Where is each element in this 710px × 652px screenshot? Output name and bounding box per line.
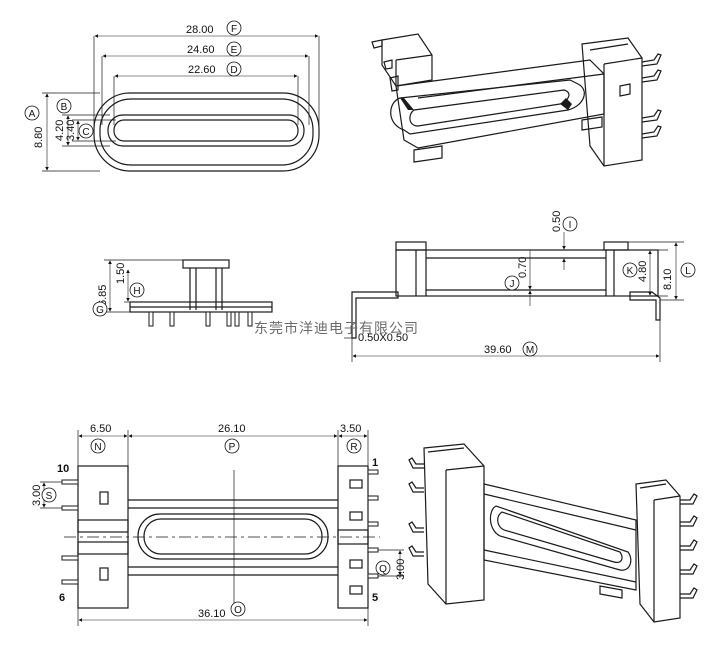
- dim-d-value: 22.60: [188, 64, 216, 76]
- front-view-right-cap: [603, 241, 629, 251]
- svg-text:O: O: [234, 605, 242, 616]
- dim-n-value: 6.50: [90, 423, 111, 435]
- callout-k: [622, 262, 638, 278]
- top-view-window-outer: [107, 114, 305, 147]
- dim-s-value: 3.00: [31, 485, 43, 506]
- callout-h: [129, 282, 145, 298]
- callout-m: [522, 341, 538, 357]
- svg-text:N: N: [94, 442, 101, 453]
- front-view-body: [395, 249, 659, 297]
- callout-l: [680, 262, 696, 278]
- iso-right-flange: [581, 37, 643, 167]
- pin-label-5: 5: [372, 592, 378, 604]
- svg-text:J: J: [510, 279, 515, 290]
- svg-text:K: K: [627, 266, 634, 277]
- dim-g-value: 6.85: [97, 285, 109, 306]
- svg-text:E: E: [231, 45, 238, 56]
- callout-e: [226, 41, 242, 57]
- callout-o: [230, 601, 246, 617]
- iso2-right-flange: [635, 479, 681, 623]
- callout-r: [346, 438, 362, 454]
- svg-text:H: H: [133, 286, 140, 297]
- top-view: 28.00 F 24.60 E 22.60 D 8.80 A 4.20 B 3.…: [24, 20, 320, 172]
- dim-o-value: 36.10: [198, 608, 226, 620]
- top-view-outer-flange: [93, 92, 320, 172]
- isometric-view-bottom: [408, 443, 698, 623]
- bottom-view-window-inner: [143, 518, 323, 555]
- callout-c: [78, 123, 94, 139]
- svg-text:R: R: [350, 442, 357, 453]
- callout-j: [504, 275, 520, 291]
- pin-label-6: 6: [59, 592, 65, 604]
- callout-p: [224, 438, 240, 454]
- callout-i: [562, 216, 578, 232]
- iso2-left-flange: [423, 443, 485, 605]
- pin-label-10: 10: [57, 463, 69, 475]
- front-view-right-pin: [629, 291, 661, 321]
- dim-f-value: 28.00: [186, 24, 214, 36]
- iso-bobbin-body: [395, 59, 605, 149]
- callout-s: [41, 487, 57, 503]
- callout-g: [92, 301, 108, 317]
- dim-h-value: 1.50: [115, 263, 127, 284]
- watermark-text: 东莞市洋迪电子有限公司: [254, 320, 419, 337]
- dim-m-value: 39.60: [484, 344, 512, 356]
- dim-a-value: 8.80: [33, 127, 45, 148]
- dim-j-value: 0.70: [517, 257, 529, 278]
- svg-text:B: B: [61, 102, 68, 113]
- bottom-view: 10 1 6 5 6.50 N 26.10 P 3.50 R 3.00 S 3.…: [31, 423, 407, 626]
- svg-text:F: F: [231, 24, 237, 35]
- svg-text:C: C: [82, 127, 89, 138]
- svg-text:M: M: [526, 345, 534, 356]
- dim-e-value: 24.60: [187, 44, 215, 56]
- svg-text:L: L: [685, 266, 691, 277]
- callout-q: [375, 560, 391, 576]
- pin-label-1: 1: [372, 457, 378, 469]
- svg-text:D: D: [230, 65, 237, 76]
- isometric-view-top: [371, 33, 662, 167]
- dim-k-value: 4.80: [637, 261, 649, 282]
- dim-b-value: 4.20: [54, 120, 66, 141]
- dim-q-value: 3.00: [395, 559, 407, 580]
- callout-f: [226, 20, 242, 36]
- svg-text:S: S: [46, 491, 53, 502]
- iso2-oval-window-outer: [489, 505, 632, 571]
- dim-i-value: 0.50: [551, 211, 563, 232]
- dim-p-value: 26.10: [218, 423, 246, 435]
- svg-text:G: G: [96, 305, 104, 316]
- svg-text:Q: Q: [379, 564, 387, 575]
- front-view: 0.50 I 0.70 J 4.80 K 8.10 L 0.50X0.50 39…: [344, 211, 696, 362]
- iso2-oval-window-inner: [497, 511, 623, 563]
- svg-text:A: A: [29, 109, 36, 120]
- dim-l-value: 8.10: [662, 269, 674, 290]
- callout-b: [56, 98, 72, 114]
- dim-r-value: 3.50: [340, 423, 361, 435]
- iso2-bobbin-body: [483, 483, 637, 591]
- callout-n: [90, 438, 106, 454]
- front-view-left-cap: [395, 241, 427, 251]
- top-view-outer-flange-inner: [99, 98, 314, 166]
- dim-pin-size-value: 0.50X0.50: [358, 332, 408, 344]
- side-view-top-cap: [182, 259, 230, 269]
- side-view: 6.85 G 1.50 H: [92, 259, 273, 327]
- svg-text:I: I: [569, 220, 572, 231]
- top-view-window-inner: [113, 119, 299, 142]
- iso-left-flange: [381, 33, 433, 87]
- bottom-view-window-outer: [137, 513, 329, 560]
- callout-a: [24, 105, 40, 121]
- callout-d: [226, 61, 242, 77]
- svg-text:P: P: [229, 442, 236, 453]
- dim-c-value: 3.40: [65, 120, 77, 141]
